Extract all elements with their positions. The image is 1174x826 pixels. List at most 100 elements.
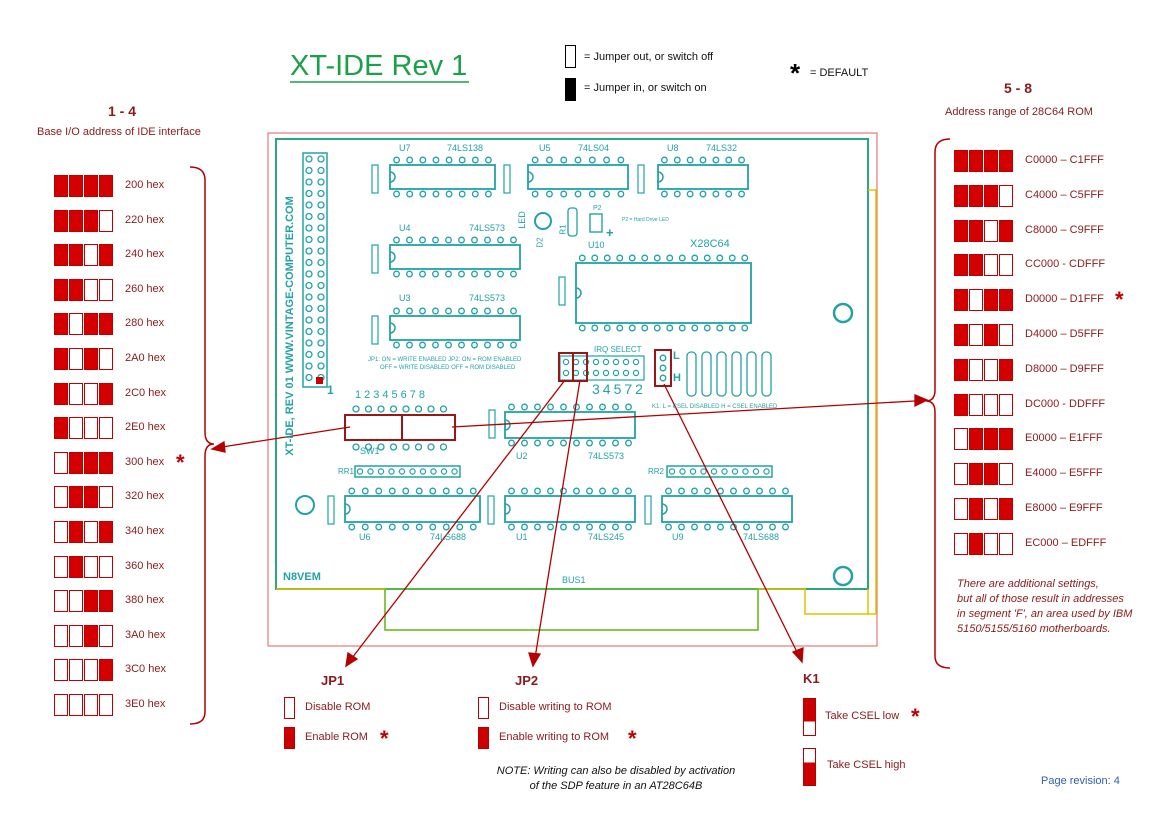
chip-pin — [531, 190, 539, 198]
io-switch-cell — [69, 209, 83, 232]
jp2-option-disable: Disable writing to ROM — [499, 701, 612, 713]
chip-pin — [616, 254, 624, 262]
chip-u10 — [575, 262, 752, 324]
rom-switch-cell — [969, 358, 983, 381]
rom-switch-cell — [954, 532, 968, 555]
rom-switch-cell — [984, 150, 998, 172]
chip-u7-notch — [389, 171, 396, 183]
chip-u2 — [504, 411, 636, 439]
io-switch-cell — [84, 486, 98, 509]
chip-pin — [603, 254, 611, 262]
p2-header — [589, 213, 603, 233]
chip-u5-ref: U5 — [539, 143, 551, 153]
rom-row-label: E8000 – E9FFF — [1025, 502, 1103, 514]
rnet-pin — [430, 468, 437, 475]
header-pin — [317, 281, 325, 290]
jp2-option-on-indicator — [478, 727, 489, 749]
chip-pin — [406, 190, 414, 198]
chips-layer — [327, 156, 793, 531]
chip-pin — [574, 190, 582, 198]
resistor-network-rr1 — [354, 465, 461, 478]
sw1-pin — [352, 405, 360, 413]
irq-pin — [562, 358, 570, 366]
io-switch-cell — [84, 348, 98, 370]
rom-switch-cell — [999, 254, 1013, 277]
rom-switch-cell — [999, 428, 1013, 451]
sw1-pin — [439, 443, 448, 451]
jp1-option-disable: Disable ROM — [305, 701, 371, 713]
io-switch-cell — [54, 624, 68, 647]
io-switch-cell — [69, 313, 83, 336]
rom-switch-cell — [969, 150, 983, 172]
chip-pin — [699, 156, 707, 164]
chip-pin — [547, 523, 554, 531]
jp2-frame — [572, 352, 588, 382]
rom-switch-cell — [969, 532, 983, 555]
chip-pin — [508, 523, 515, 531]
chip-pin — [628, 254, 636, 262]
chip-pin — [497, 270, 504, 278]
io-switch-cell — [69, 382, 83, 405]
io-switch-cell — [54, 278, 68, 301]
k1-low-indicator — [803, 698, 816, 736]
chip-u4-notch — [389, 251, 396, 263]
jp2-heading: JP2 — [515, 673, 539, 688]
chip-pin — [703, 254, 711, 262]
rom-switch-cell — [969, 219, 983, 242]
chip-pin — [660, 190, 668, 198]
irq-pin — [572, 358, 580, 366]
legend-off-text: = Jumper out, or switch off — [584, 51, 714, 63]
chip-pin — [432, 236, 439, 244]
irq-pin — [602, 369, 610, 377]
chip-pin — [730, 487, 737, 495]
rom-row-label: D0000 – D1FFF — [1025, 293, 1104, 306]
rom-switch-cell — [954, 393, 968, 416]
header-pin — [305, 189, 313, 198]
k1-default-star: * — [911, 704, 920, 729]
chip-pin — [402, 487, 410, 495]
chip-pin — [469, 523, 477, 531]
rnet-pin — [710, 468, 718, 475]
chip-u10-ref: U10 — [588, 240, 605, 250]
chip-u6-part: 74LS688 — [430, 532, 467, 542]
header-pin — [317, 212, 325, 221]
header-pin — [317, 304, 325, 313]
header-pin — [317, 166, 325, 175]
chip-pin — [560, 487, 567, 495]
capacitor-round — [295, 495, 315, 515]
chip-u9 — [661, 495, 793, 523]
bus-label: BUS1 — [562, 575, 586, 585]
chip-pin — [725, 190, 733, 198]
io-switch-cell — [99, 209, 113, 232]
chip-pin — [728, 324, 736, 332]
chip-pin — [573, 523, 580, 531]
rom-switch-cell — [969, 428, 983, 451]
chip-u1-notch — [504, 503, 511, 515]
jp2-note-line: of the SDP feature in an AT28C64B — [529, 780, 703, 792]
header-pin — [305, 258, 313, 267]
io-switch-cell — [84, 555, 98, 578]
chip-pin — [612, 403, 619, 411]
chip-pin — [471, 236, 478, 244]
chip-pin — [510, 270, 517, 278]
chip-pin — [445, 307, 452, 315]
chip-pin — [586, 403, 593, 411]
p2-label: P2 — [593, 205, 602, 212]
jp2-default-star: * — [628, 726, 637, 751]
io-switch-cell — [54, 244, 68, 267]
chip-pin — [756, 487, 763, 495]
chip-pin — [508, 439, 515, 447]
chip-pin — [782, 487, 789, 495]
rnet-pin — [419, 468, 427, 475]
chip-pin — [625, 487, 632, 495]
io-row-label: 2C0 hex — [125, 386, 166, 399]
io-switch-cell — [54, 486, 68, 509]
chip-pin — [573, 439, 580, 447]
chip-pin — [445, 341, 452, 349]
io-row-label: 220 hex — [125, 213, 165, 226]
chip-pin — [484, 236, 491, 244]
header-pin — [305, 224, 313, 232]
io-row-label: 240 hex — [125, 248, 165, 261]
rom-switch-cell — [954, 324, 968, 346]
chip-u10-notch — [575, 287, 582, 299]
